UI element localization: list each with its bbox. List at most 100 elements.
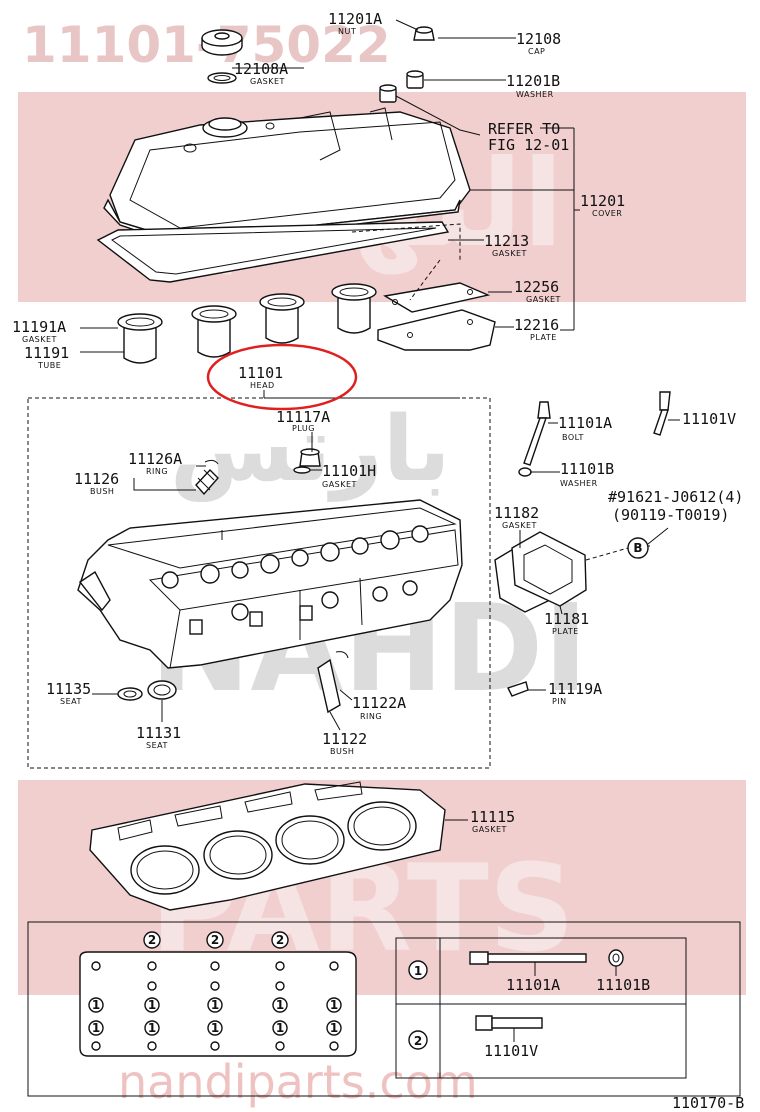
- svg-text:11115: 11115: [470, 808, 515, 826]
- svg-text:11119A: 11119A: [548, 680, 602, 698]
- bush-upper: [195, 468, 219, 496]
- leaders-middle: [92, 419, 680, 731]
- cover-nut: [413, 26, 435, 41]
- head-gasket: [89, 781, 468, 911]
- svg-text:BUSH: BUSH: [90, 487, 114, 496]
- svg-text:TUBE: TUBE: [37, 361, 61, 370]
- legend-marker-1: [408, 960, 428, 980]
- svg-text:11101A: 11101A: [558, 414, 612, 432]
- svg-text:NUT: NUT: [338, 27, 356, 36]
- svg-text:11181: 11181: [544, 610, 589, 628]
- svg-text:FIG 12-01: FIG 12-01: [488, 136, 569, 154]
- marker-col-4: 2 1 1: [271, 931, 289, 1051]
- svg-text:12216: 12216: [514, 316, 559, 334]
- marker-col-5: 1 1: [326, 961, 342, 1051]
- seat-2: [147, 680, 177, 700]
- tube-4: [331, 283, 377, 334]
- svg-text:12256: 12256: [514, 278, 559, 296]
- legend-row2-bolt: 11101V: [484, 1042, 538, 1060]
- svg-text:1: 1: [330, 998, 338, 1012]
- svg-text:2: 2: [276, 933, 284, 947]
- svg-text:1: 1: [330, 1021, 338, 1035]
- svg-text:12108: 12108: [516, 30, 561, 48]
- svg-text:HEAD: HEAD: [250, 381, 275, 390]
- tube-1: [117, 313, 163, 364]
- svg-text:11101V: 11101V: [682, 410, 736, 428]
- svg-text:PLATE: PLATE: [552, 627, 579, 636]
- svg-text:11201: 11201: [580, 192, 625, 210]
- svg-text:#91621-J0612(4): #91621-J0612(4): [608, 488, 743, 506]
- svg-text:CAP: CAP: [528, 47, 545, 56]
- svg-text:11182: 11182: [494, 504, 539, 522]
- svg-text:2: 2: [414, 1034, 422, 1048]
- head-small-parts: [117, 448, 529, 714]
- gasket-bores: [130, 801, 417, 895]
- bolt-legend-table: 1 2 11101A 11101B 11101V: [395, 937, 687, 1079]
- svg-text:11135: 11135: [46, 680, 91, 698]
- watermark-site: nandiparts.com: [118, 1055, 478, 1109]
- ring-lower: [335, 651, 349, 659]
- plate-gasket-set: [377, 282, 496, 351]
- svg-text:11126: 11126: [74, 470, 119, 488]
- svg-text:(90119-T0019): (90119-T0019): [612, 506, 729, 524]
- svg-text:2: 2: [148, 933, 156, 947]
- svg-text:11122A: 11122A: [352, 694, 406, 712]
- svg-text:2: 2: [211, 933, 219, 947]
- svg-text:GASKET: GASKET: [472, 825, 507, 834]
- svg-text:WASHER: WASHER: [516, 90, 554, 99]
- tube-2: [191, 305, 237, 358]
- svg-text:11126A: 11126A: [128, 450, 182, 468]
- cover-washers: [379, 70, 424, 103]
- leaders-top: [80, 19, 580, 353]
- svg-text:11101B: 11101B: [560, 460, 614, 478]
- svg-text:1: 1: [148, 998, 156, 1012]
- svg-text:WASHER: WASHER: [560, 479, 598, 488]
- oil-filler-cap: [201, 29, 243, 84]
- svg-text:1: 1: [276, 998, 284, 1012]
- svg-text:1: 1: [92, 998, 100, 1012]
- svg-text:RING: RING: [360, 712, 382, 721]
- legend-row1-bolt: 11101A: [506, 976, 560, 994]
- valve-cover: [103, 107, 471, 246]
- svg-text:12108A: 12108A: [234, 60, 288, 78]
- cover-plate-set: [494, 531, 629, 613]
- marker-col-3: 2 1 1: [206, 931, 224, 1051]
- bolt-washer: [518, 467, 532, 477]
- cylinder-head: [77, 499, 463, 669]
- svg-text:SEAT: SEAT: [60, 697, 82, 706]
- seat-1: [117, 687, 143, 701]
- svg-text:11201B: 11201B: [506, 72, 560, 90]
- svg-text:PIN: PIN: [552, 697, 567, 706]
- svg-text:11201A: 11201A: [328, 10, 382, 28]
- sequence-border: [27, 921, 741, 1097]
- svg-text:PLUG: PLUG: [292, 424, 315, 433]
- svg-text:GASKET: GASKET: [322, 480, 357, 489]
- svg-text:1: 1: [414, 964, 422, 978]
- svg-text:1: 1: [211, 998, 219, 1012]
- svg-text:1: 1: [276, 1021, 284, 1035]
- highlight-ellipse: [206, 343, 358, 411]
- label-11101V: 11101V: [682, 410, 736, 428]
- svg-text:11213: 11213: [484, 232, 529, 250]
- svg-text:RING: RING: [146, 467, 168, 476]
